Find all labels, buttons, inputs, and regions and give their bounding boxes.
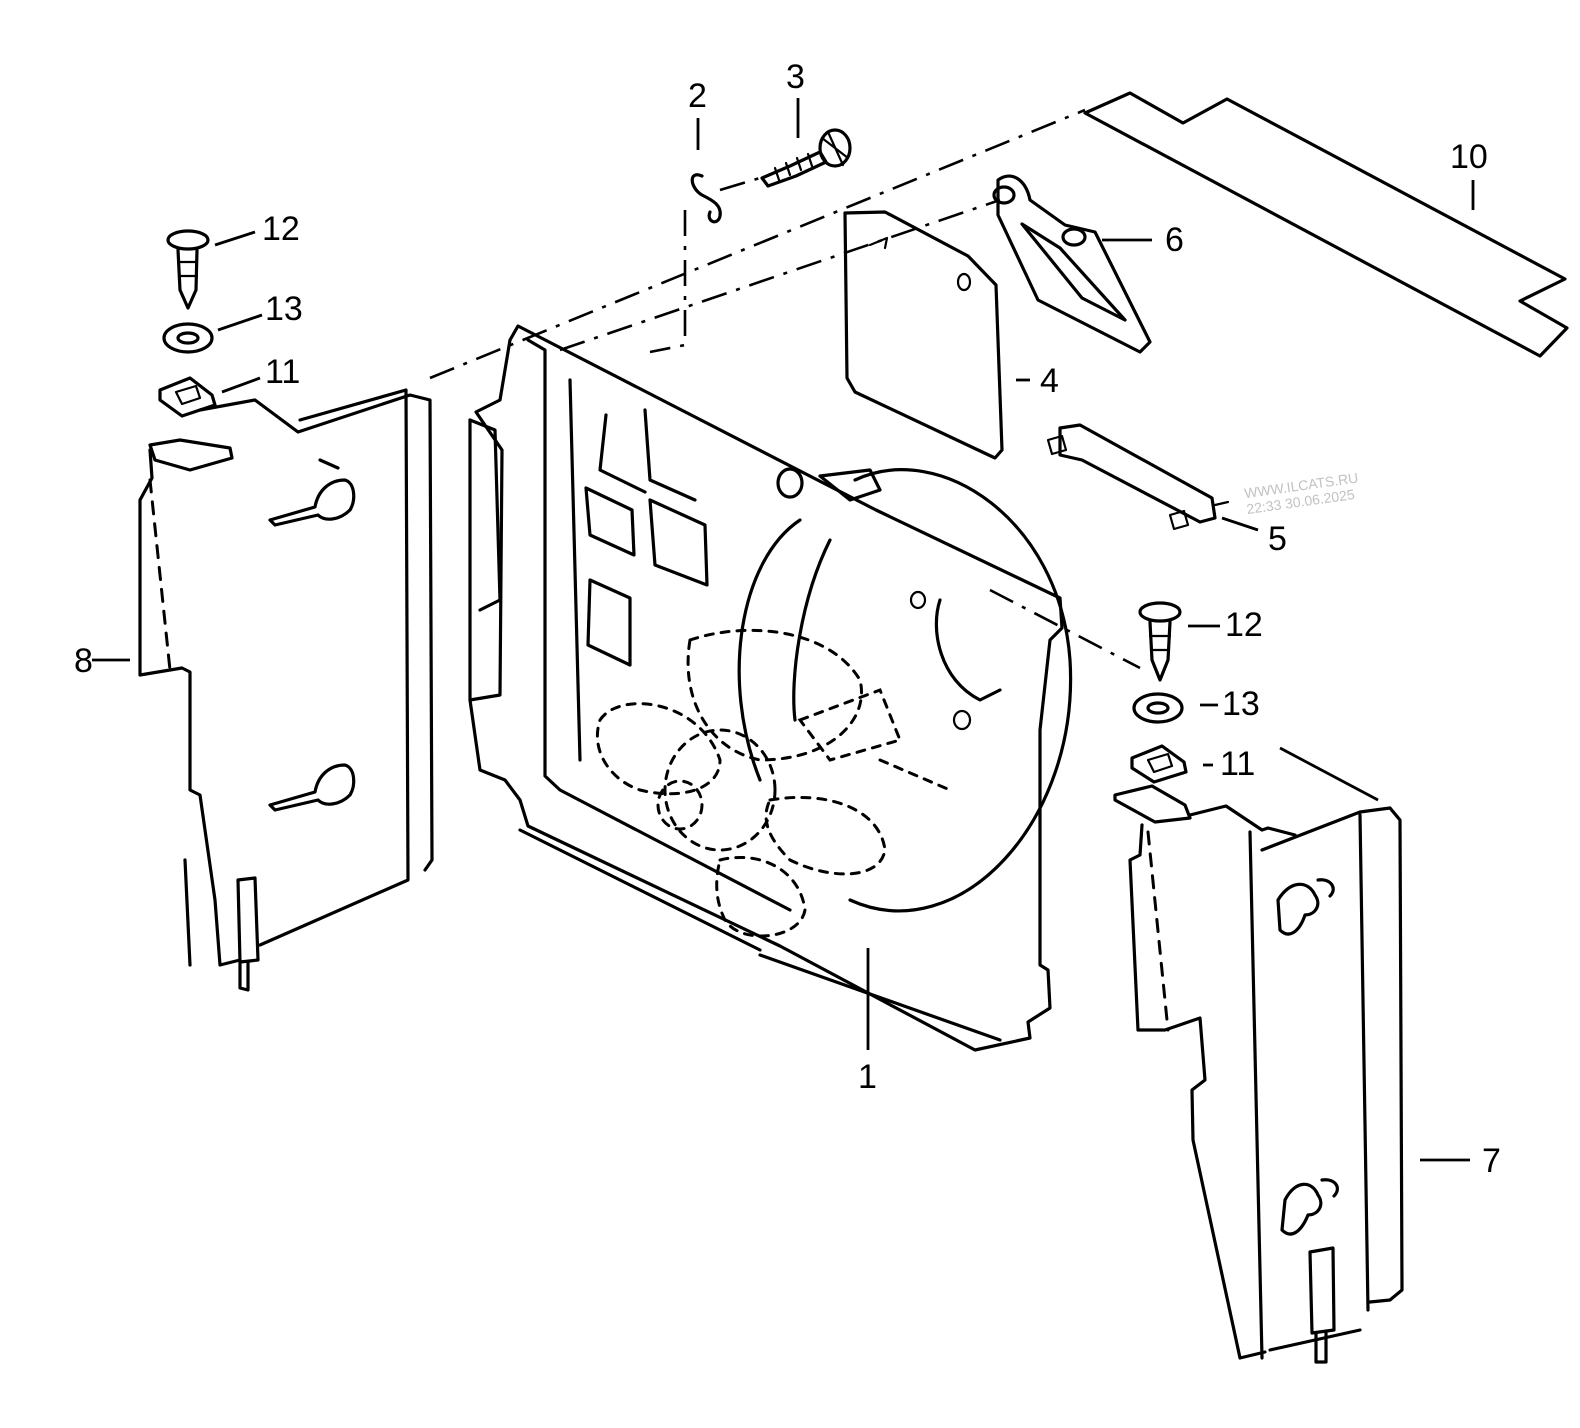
callout-13-right: 13: [1222, 685, 1260, 723]
part-7-right-baffle[interactable]: [1113, 784, 1404, 1364]
part-13-washer-right: [1132, 692, 1184, 724]
part-13-washer-left: [162, 322, 214, 354]
callout-13-left: 13: [265, 290, 303, 328]
part-8-left-baffle[interactable]: [138, 388, 434, 992]
callout-labels: 1 2 3 4 5 6 7 8 10 11 11 12 12 13 13: [74, 58, 1501, 1180]
part-3-hex-screw[interactable]: [760, 128, 852, 188]
callout-12-right: 12: [1225, 606, 1263, 644]
fastener-set-right[interactable]: [1130, 601, 1188, 784]
part-4-cover-plate[interactable]: [843, 210, 1004, 460]
part-12-screw-left: [166, 229, 210, 310]
watermark: WWW.ILCATS.RU 22:33 30.06.2025: [1243, 469, 1359, 517]
callout-7: 7: [1482, 1142, 1501, 1180]
part-1-fan-shroud[interactable]: [468, 324, 1073, 1052]
part-6-bracket[interactable]: [992, 174, 1152, 354]
callout-4: 4: [1040, 362, 1059, 400]
callout-8: 8: [74, 642, 93, 680]
callout-6: 6: [1165, 221, 1184, 259]
callout-2: 2: [688, 77, 707, 115]
assembly-center-lines: [429, 108, 1141, 670]
callout-11-right: 11: [1220, 745, 1255, 783]
part-2-s-hook[interactable]: [690, 173, 722, 224]
callout-3: 3: [786, 58, 805, 96]
callout-5: 5: [1268, 520, 1287, 558]
leader-lines: [92, 98, 1475, 1162]
callout-1: 1: [858, 1058, 877, 1096]
callout-12-left: 12: [262, 210, 300, 248]
part-11-speed-nut-right: [1130, 744, 1188, 784]
part-11-speed-nut-left: [158, 376, 217, 418]
part-12-screw-right: [1138, 601, 1182, 682]
callout-11-left: 11: [265, 353, 300, 391]
part-10-seal-strip[interactable]: [1083, 91, 1569, 358]
fan-blades-hidden: [595, 628, 952, 938]
callout-10: 10: [1450, 138, 1488, 176]
part-5-stay-rod[interactable]: [1046, 423, 1230, 531]
fastener-set-left[interactable]: [158, 229, 217, 418]
